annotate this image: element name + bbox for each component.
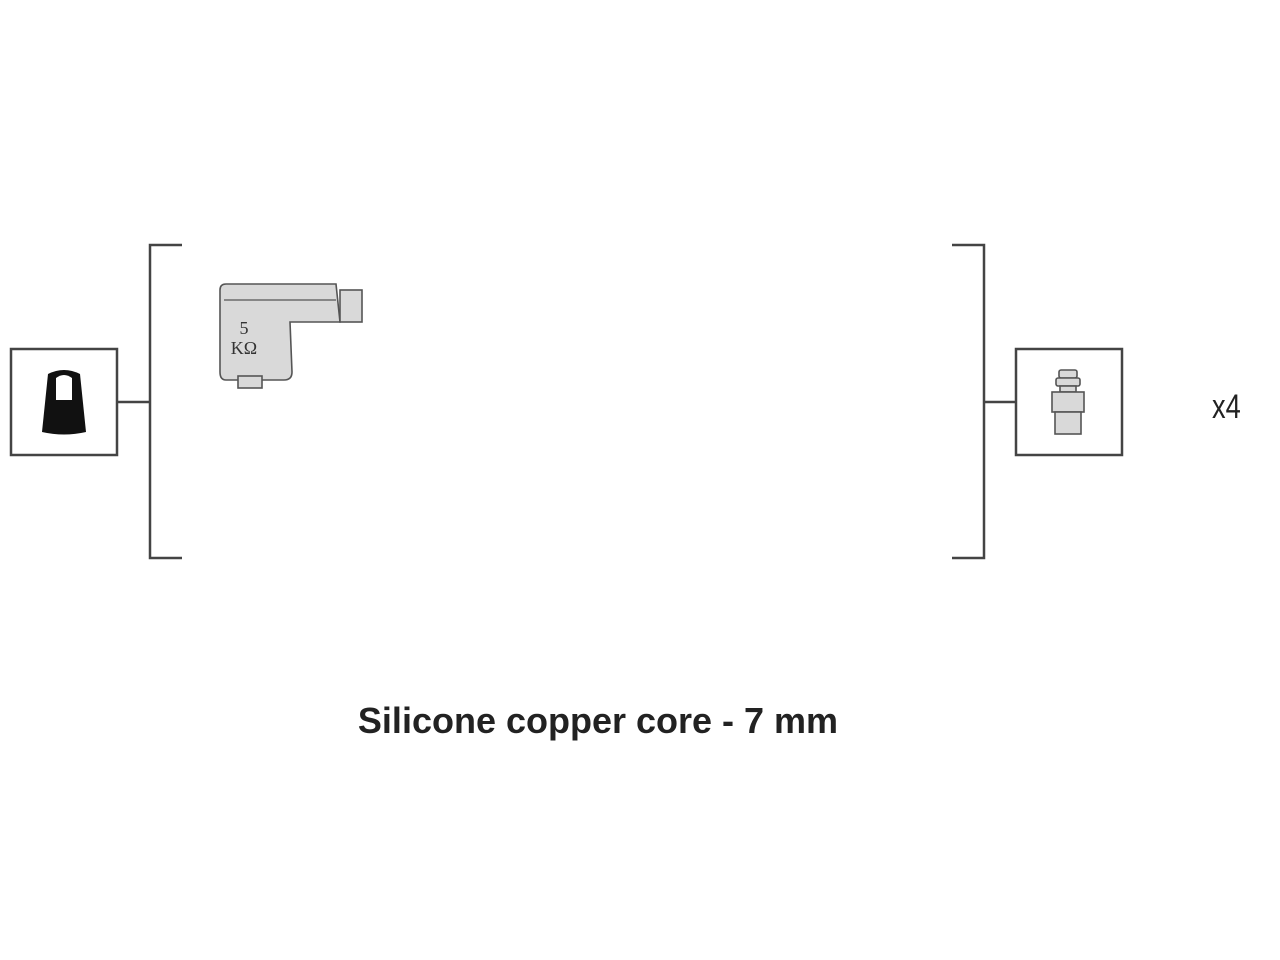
cable-spec-caption: Silicone copper core - 7 mm [357,700,839,741]
resistance-unit: KΩ [230,338,258,358]
quantity-multiplier: x4 [1212,388,1241,426]
resistance-label: 5 KΩ [226,318,262,358]
spark-plug-terminal-icon [1051,369,1085,435]
resistance-value: 5 [239,318,249,338]
right-terminal-box [1014,347,1124,457]
left-terminal-box [9,347,119,457]
coil-boot [219,283,363,389]
left-bracket [148,243,182,560]
coil-terminal-icon [42,370,86,435]
right-bracket [952,243,986,560]
